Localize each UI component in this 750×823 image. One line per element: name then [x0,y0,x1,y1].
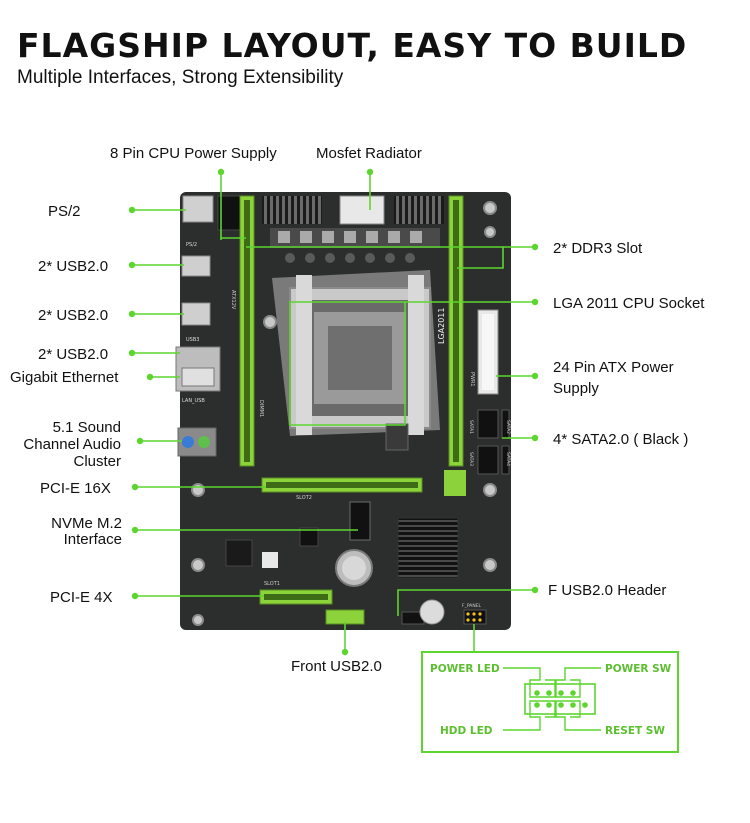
pcie-4x-slot: SLOT1 [259,581,333,605]
ps2-mark: PS/2 [186,242,197,248]
label-nvme-2: Interface [64,531,122,548]
label-mosfet: Mosfet Radiator [316,145,422,162]
label-ethernet: Gigabit Ethernet [10,369,119,386]
sata-ports [477,409,510,475]
mounting-holes [191,201,497,626]
nvme-m2-slot [349,501,371,541]
callouts [132,172,535,652]
page-title: FLAGSHIP LAYOUT, EASY TO BUILD [17,26,688,65]
pwr1-mark: PWR1 [469,372,475,387]
pcie-16x-slot: SLOT2 [261,477,423,501]
buzzer [419,599,445,625]
label-ps2: PS/2 [48,203,81,220]
sata3-mark: SATA3 [468,452,474,466]
label-atx-2: Supply [553,380,599,397]
label-nvme-1: NVMe M.2 [51,515,122,532]
page-subtitle: Multiple Interfaces, Strong Extensibilit… [17,67,344,88]
lan-usb-mark: LAN_USB [182,398,205,404]
label-pcie16: PCI-E 16X [40,480,111,497]
cpu-socket: LGA2011 [272,270,446,436]
usb-port-2 [181,302,211,326]
callout-dots [128,168,539,656]
mosfet-radiator [262,195,444,263]
hdd-led-label: HDD LED [440,725,493,737]
atx-power-connector: PWR1 [469,309,499,395]
motherboard: PS/2 USB3 LAN_USB ATX12V [175,192,511,630]
qr-label [262,552,278,568]
label-usb-3: 2* USB2.0 [38,346,108,363]
front-panel-diagram: POWER LED POWER SW HDD LED RESET SW [421,651,679,753]
chipset-heatsink [397,517,459,579]
dimm1-mark: DIMM1 [258,400,264,417]
panel-pin-block [524,683,596,715]
label-cpu-power: 8 Pin CPU Power Supply [110,145,277,162]
reset-sw-label: RESET SW [605,725,665,737]
power-sw-label: POWER SW [605,663,672,675]
label-audio-1: 5.1 Sound [53,419,121,436]
label-atx-1: 24 Pin ATX Power [553,359,674,376]
front-usb-header [325,609,365,625]
slot2-mark: SLOT2 [296,495,312,501]
label-usb-2: 2* USB2.0 [38,307,108,324]
label-fusb: F USB2.0 Header [548,582,666,599]
label-audio-3: Cluster [73,453,121,470]
slot1-mark: SLOT1 [264,581,280,587]
label-sata: 4* SATA2.0 ( Black ) [553,431,688,448]
f-panel-mark: F_PANEL [462,603,482,609]
label-usb-1: 2* USB2.0 [38,258,108,275]
ps2-port [182,195,214,223]
label-pcie4: PCI-E 4X [50,589,113,606]
label-front-usb: Front USB2.0 [291,658,382,675]
f-panel-header [463,609,487,625]
rear-io: PS/2 USB3 LAN_USB [175,195,221,457]
power-led-label: POWER LED [430,663,500,675]
callout-cpu-socket [289,301,535,426]
callout-ddr3-a [457,246,535,269]
sata1-mark: SATA1 [468,420,474,434]
atx12v-mark: ATX12V [230,290,236,310]
ddr3-slots: DIMM1 [239,195,466,496]
audio-chip [225,539,253,567]
usb3-mark: USB3 [186,337,199,343]
sata2-mark: SATA2 [505,420,511,434]
label-cpu-socket: LGA 2011 CPU Socket [553,295,705,312]
label-ddr3: 2* DDR3 Slot [553,240,643,257]
callout-cpu-power [220,172,246,240]
label-audio-2: Channel Audio [23,436,121,453]
socket-mark: LGA2011 [437,308,446,345]
sata4-mark: SATA4 [505,452,511,466]
usb-port-1 [181,255,211,277]
callout-fusb [397,589,535,616]
labels: 8 Pin CPU Power Supply Mosfet Radiator P… [10,145,705,675]
